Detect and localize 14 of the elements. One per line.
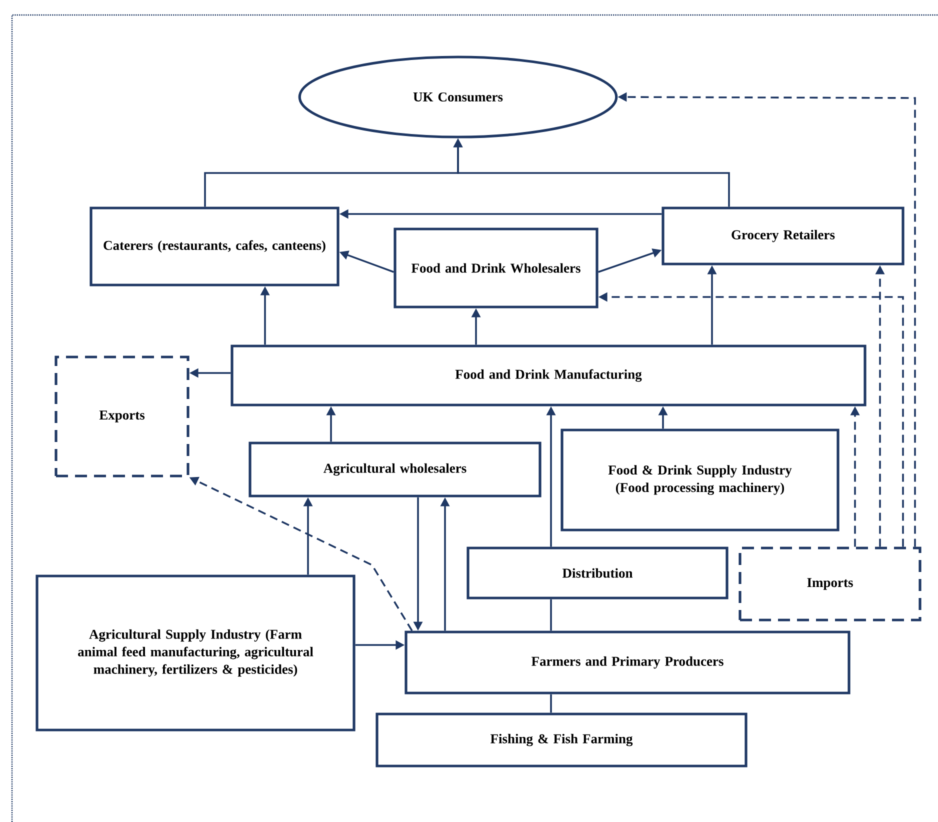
process-box: Fishing & Fish Farming	[376, 712, 748, 768]
process-box: Caterers (restaurants, cafes, canteens)	[90, 206, 340, 286]
process-box: Agricultural wholesalers	[248, 442, 542, 498]
process-box: Grocery Retailers	[662, 206, 904, 266]
process-box: Food & Drink Supply Industry (Food processing machinery)	[560, 428, 840, 532]
process-box: Food and Drink Wholesalers	[394, 228, 598, 308]
dashed-box: Exports	[54, 356, 190, 478]
dashed-box: Imports	[738, 546, 922, 622]
process-box: Agricultural Supply Industry (Farm animal feed manufacturing, agricultural machinery, fertilizers & pesticides)	[36, 574, 356, 732]
connector-line	[550, 599, 552, 631]
process-box: Food and Drink Manufacturing	[230, 344, 866, 406]
process-box: Distribution	[466, 546, 728, 600]
process-box: Farmers and Primary Producers	[404, 630, 850, 694]
connector-line	[550, 694, 552, 713]
